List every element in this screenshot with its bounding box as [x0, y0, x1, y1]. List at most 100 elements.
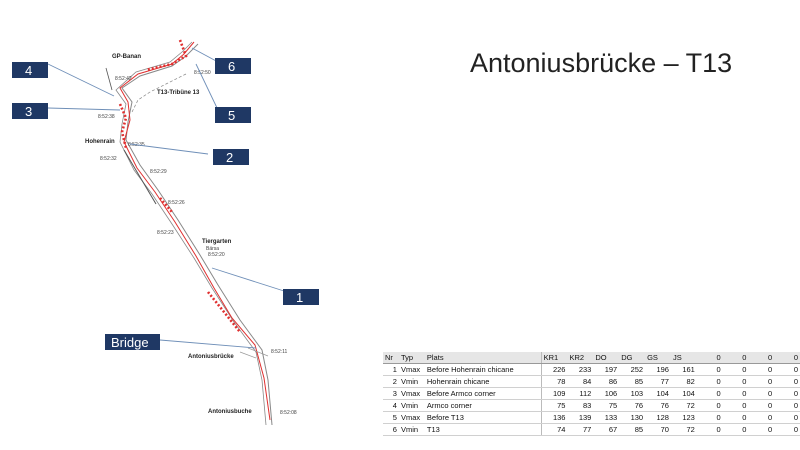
table-cell: 74 [540, 423, 568, 436]
callout-line-2 [129, 143, 209, 155]
table-cell: 83 [567, 399, 594, 412]
table-cell: 103 [619, 387, 646, 400]
table-cell: 161 [670, 363, 697, 376]
callout-line-1 [211, 267, 285, 292]
table-cell: Vmin [398, 399, 425, 412]
time-label: 8:52:11 [271, 349, 288, 355]
callout-4-label: 4 [25, 63, 32, 78]
callout-2-label: 2 [226, 150, 233, 165]
callout-1-label: 1 [296, 290, 303, 305]
table-cell: 75 [540, 399, 568, 412]
callout-line-3 [47, 107, 121, 111]
col-header: 0 [696, 352, 723, 364]
table-cell: 0 [774, 387, 800, 400]
table-cell: Before Armco corner [424, 387, 542, 400]
table-cell: 0 [774, 411, 800, 424]
table-cell: 76 [619, 399, 646, 412]
callout-6: 6 [215, 58, 251, 74]
table-cell: 196 [645, 363, 671, 376]
table-cell: 85 [619, 375, 646, 388]
table-cell: 0 [696, 399, 723, 412]
track-inner-line [115, 41, 267, 426]
table-cell: Vmin [398, 375, 425, 388]
table-cell: 67 [593, 423, 620, 436]
table-cell: 197 [593, 363, 620, 376]
time-label: 8:52:32 [100, 156, 117, 162]
table-cell: 78 [540, 375, 568, 388]
track-lines [105, 41, 273, 426]
label-antoniusbrucke: Antoniusbrücke [188, 354, 234, 360]
table-cell: 82 [670, 375, 697, 388]
label-hohenrain: Hohenrain [85, 139, 115, 145]
table-cell: 0 [696, 423, 723, 436]
curb-t13 [145, 39, 188, 72]
table-cell: 86 [593, 375, 620, 388]
table-cell: 130 [619, 411, 646, 424]
table-cell: 4 [383, 399, 399, 412]
callout-1: 1 [283, 289, 319, 305]
table-cell: 0 [722, 399, 749, 412]
table-cell: 0 [696, 375, 723, 388]
callout-5-box [215, 107, 251, 123]
table-cell: 72 [670, 423, 697, 436]
col-header: 0 [748, 352, 775, 364]
table-cell: 77 [645, 375, 671, 388]
table-cell: 0 [748, 375, 775, 388]
table-cell: 0 [748, 387, 775, 400]
table-cell: 0 [774, 423, 800, 436]
col-header: DG [619, 352, 646, 364]
table-cell: 104 [670, 387, 697, 400]
time-label: 8:52:29 [150, 169, 167, 175]
col-header: GS [645, 352, 671, 364]
label-tiergarten-sub: Bärsa [206, 246, 219, 252]
callout-3-label: 3 [25, 104, 32, 119]
table-cell: 77 [567, 423, 594, 436]
speed-table: Nr Typ Plats KR1 KR2 DO DG GS JS 0 0 0 0… [383, 352, 800, 436]
curb-mid [159, 197, 173, 213]
table-cell: 2 [383, 375, 399, 388]
table-cell: Hohenrain chicane [424, 375, 542, 388]
table-cell: 106 [593, 387, 620, 400]
table-cell: 0 [696, 411, 723, 424]
label-tiergarten: Tiergarten [202, 239, 232, 245]
col-header: DO [593, 352, 620, 364]
callout-4: 4 [12, 62, 48, 78]
callout-5: 5 [215, 107, 251, 123]
label-antoniusbuche: Antoniusbuche [208, 409, 252, 415]
table-cell: Vmax [398, 363, 425, 376]
callout-line-5 [195, 63, 219, 111]
table-cell: 3 [383, 387, 399, 400]
curb-lower [206, 291, 242, 333]
col-header: 0 [722, 352, 749, 364]
table-cell: 139 [567, 411, 594, 424]
table-cell: 109 [540, 387, 568, 400]
table-cell: Armco corner [424, 399, 542, 412]
callout-6-label: 6 [228, 59, 235, 74]
time-label: 8:52:42 [115, 76, 132, 82]
callout-6-box [215, 58, 251, 74]
table-cell: 84 [567, 375, 594, 388]
col-header: KR2 [567, 352, 594, 364]
table-cell: 6 [383, 423, 399, 436]
time-label: 8:52:38 [98, 114, 115, 120]
table-cell: Vmax [398, 387, 425, 400]
table-cell: 0 [748, 423, 775, 436]
time-label: 8:52:26 [168, 200, 185, 206]
curbs [118, 39, 242, 333]
table-cell: 72 [670, 399, 697, 412]
table-cell: 0 [722, 411, 749, 424]
callout-bridge: Bridge [105, 334, 160, 350]
label-gp-banan: GP-Banan [112, 54, 141, 60]
callout-2-box [213, 149, 249, 165]
track-outer-line [121, 43, 273, 426]
col-header: JS [670, 352, 697, 364]
table-cell: 85 [619, 423, 646, 436]
col-header: Typ [398, 352, 425, 364]
table-cell: 112 [567, 387, 594, 400]
table-cell: 0 [722, 423, 749, 436]
